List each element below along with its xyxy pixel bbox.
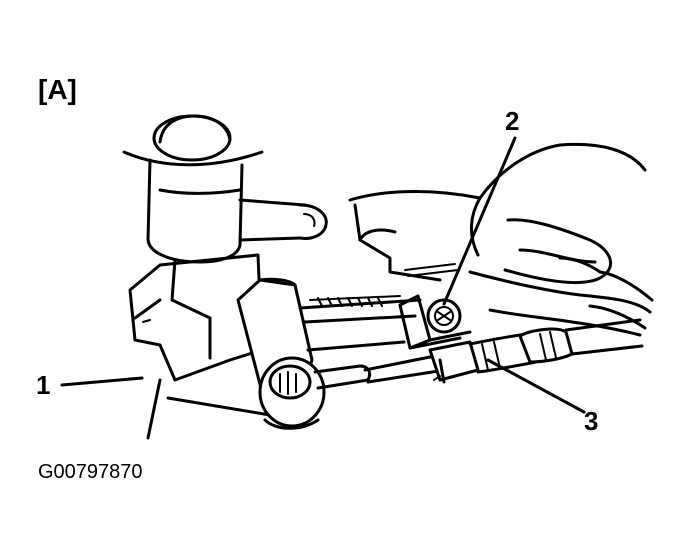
cable-rod [298, 295, 447, 390]
figure-id: G00797870 [38, 461, 143, 483]
callout-number-1: 1 [36, 370, 51, 400]
leader-lines [60, 136, 586, 414]
ball-joint [258, 356, 326, 430]
hand-drawing [348, 142, 654, 337]
callout-number-2: 2 [505, 106, 520, 136]
clamp-plate [398, 294, 472, 350]
leader-line-1 [60, 376, 144, 387]
leader-line-2 [442, 136, 517, 306]
cable-sleeve [428, 318, 644, 384]
leader-line-3 [486, 358, 586, 414]
callout-number-3: 3 [584, 406, 599, 436]
panel-label: [A] [38, 74, 77, 105]
upper-cylinder [122, 114, 328, 264]
